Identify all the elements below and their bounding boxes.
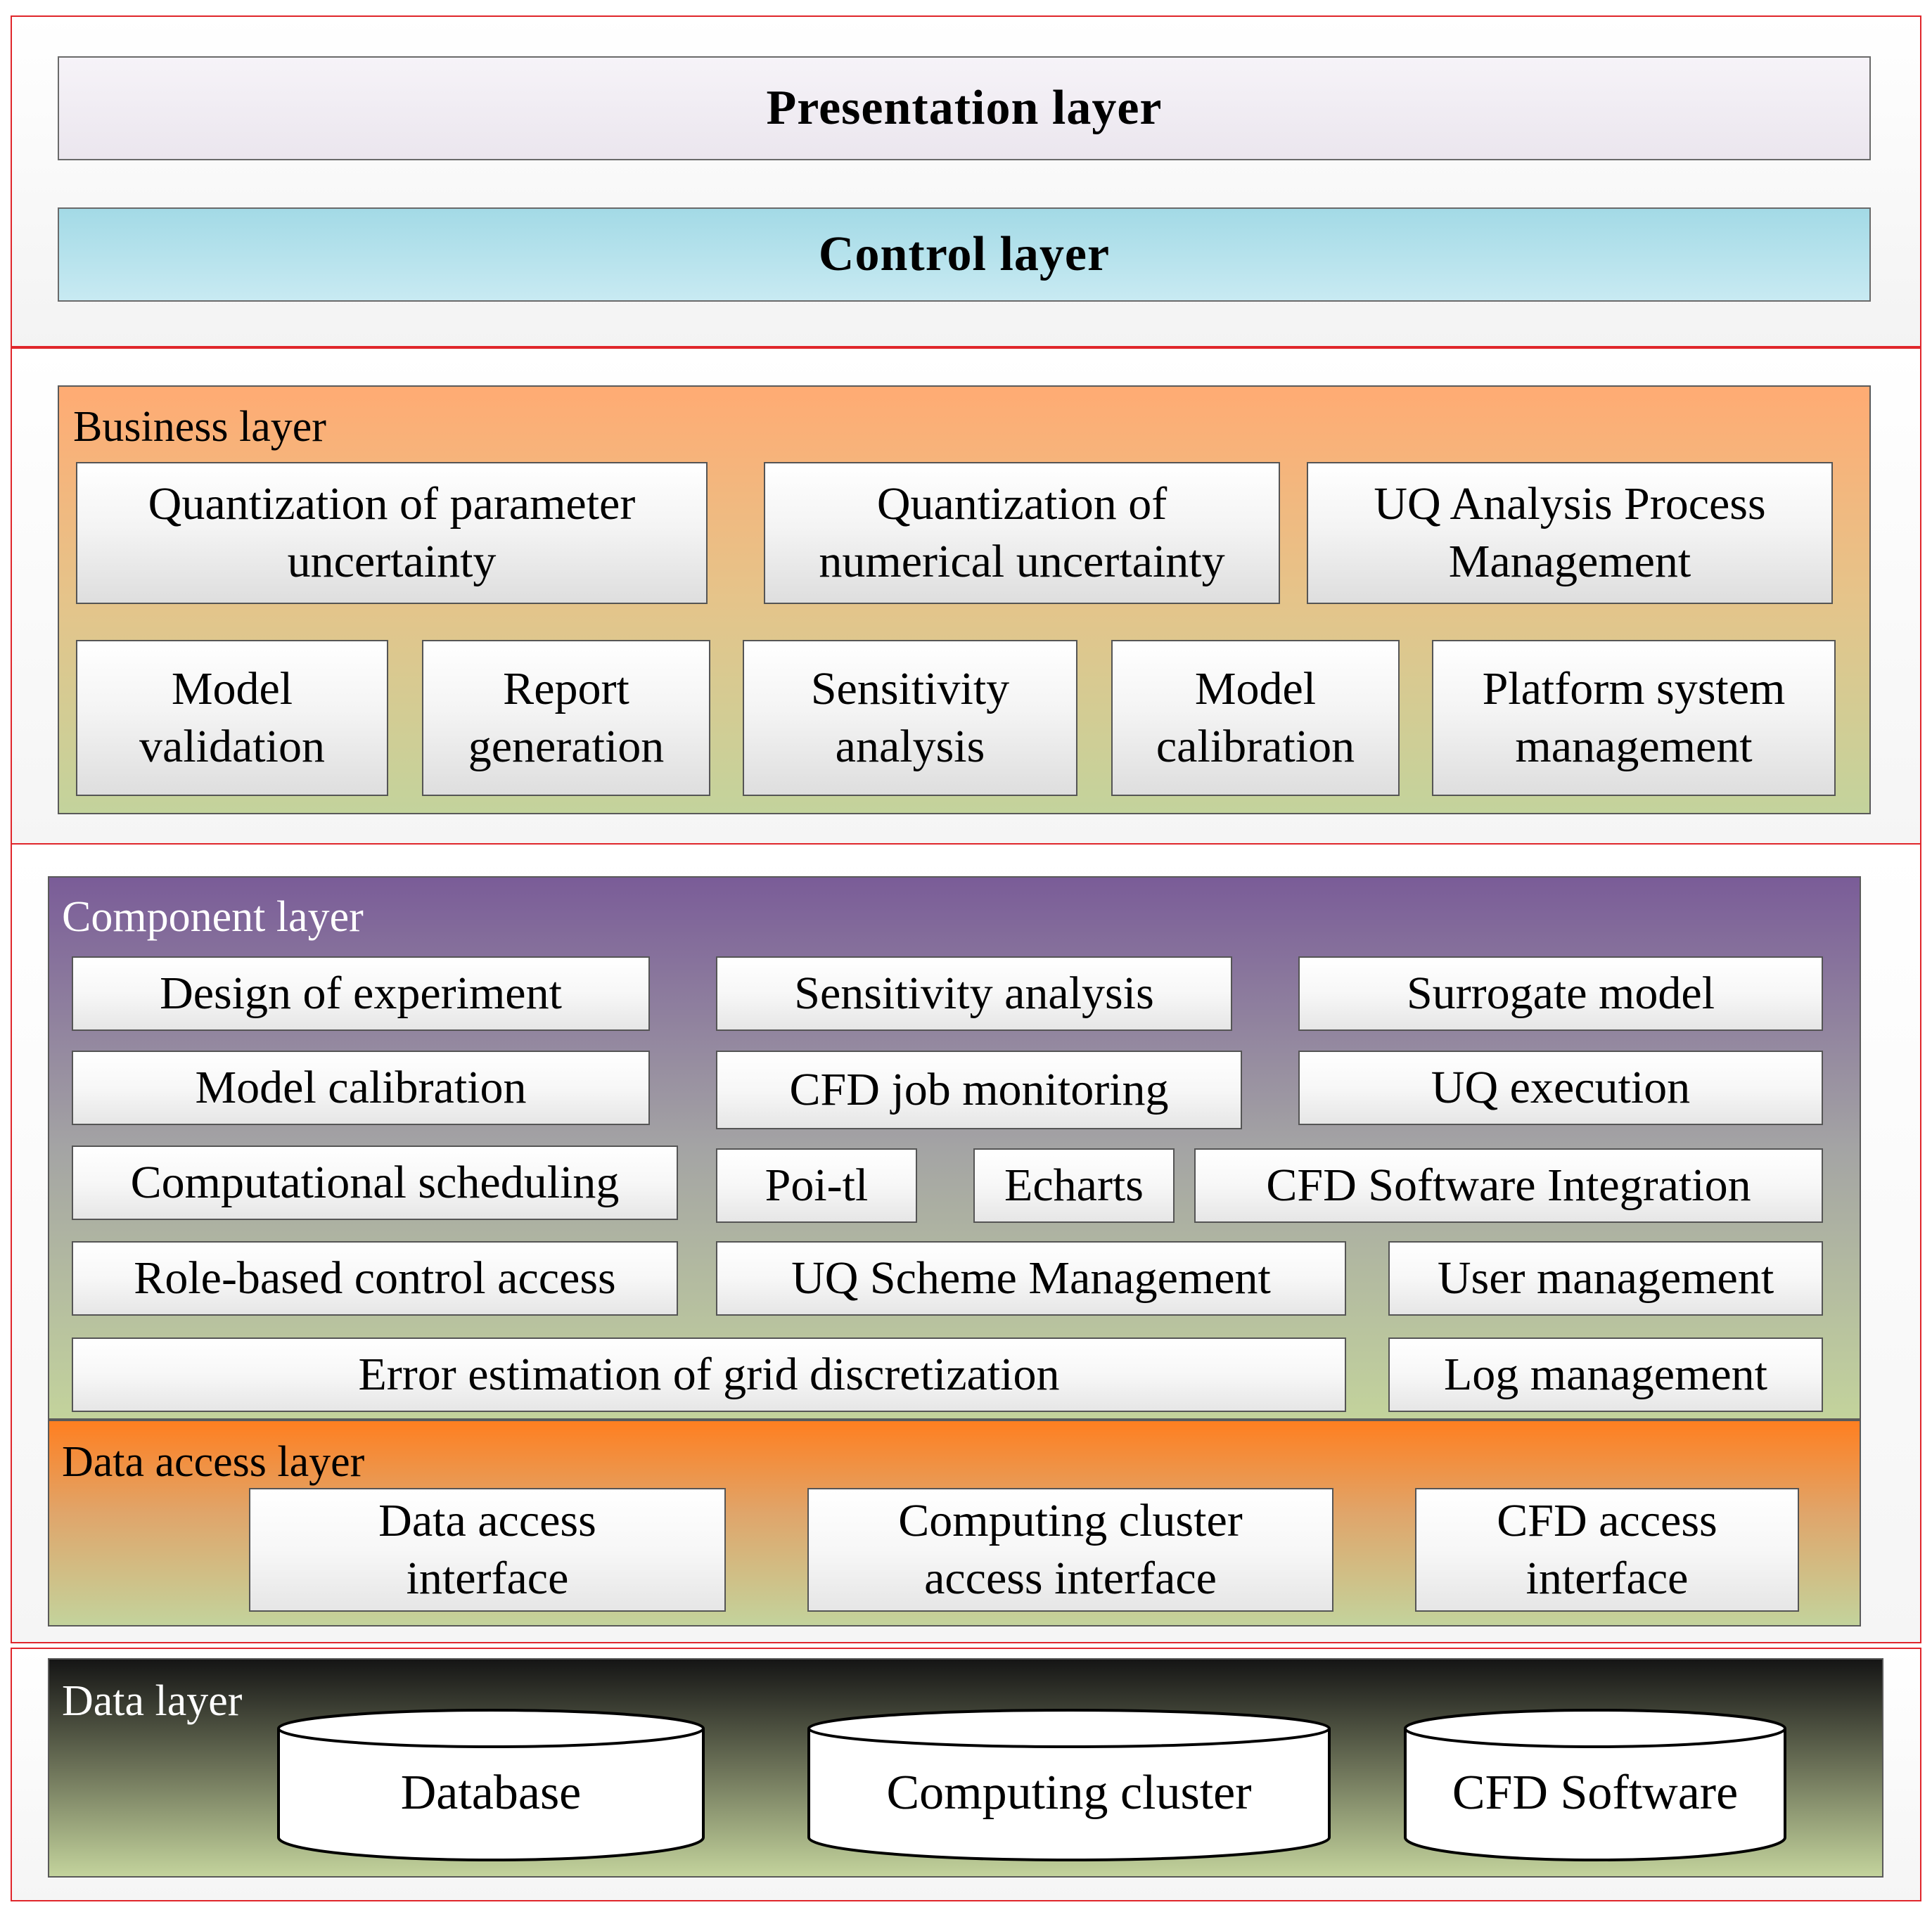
business-item-numerical-uncertainty: Quantization of numerical uncertainty	[764, 462, 1280, 604]
data-layer-title: Data layer	[62, 1677, 243, 1725]
component-model-calibration: Model calibration	[72, 1051, 650, 1125]
component-design-of-experiment: Design of experiment	[72, 956, 650, 1031]
component-sensitivity-analysis: Sensitivity analysis	[716, 956, 1232, 1031]
component-cfd-software-integration: CFD Software Integration	[1194, 1148, 1823, 1223]
business-layer-title: Business layer	[73, 403, 326, 451]
component-surrogate-model: Surrogate model	[1298, 956, 1823, 1031]
business-item-model-validation: Model validation	[76, 640, 388, 796]
business-item-report-generation: Report generation	[422, 640, 710, 796]
computing-cluster-label: Computing cluster	[886, 1766, 1252, 1820]
presentation-layer-bar: Presentation layer	[58, 56, 1871, 160]
cfd-access-interface-box: CFD access interface	[1415, 1488, 1799, 1612]
business-item-param-uncertainty: Quantization of parameter uncertainty	[76, 462, 708, 604]
business-item-sensitivity-analysis: Sensitivity analysis	[743, 640, 1077, 796]
component-user-management: User management	[1388, 1241, 1823, 1316]
presentation-layer-label: Presentation layer	[766, 81, 1163, 135]
component-grid-error-estimation: Error estimation of grid discretization	[72, 1337, 1346, 1412]
database-cylinder-icon	[277, 1709, 705, 1861]
component-log-management: Log management	[1388, 1337, 1823, 1412]
component-cfd-job-monitoring: CFD job monitoring	[716, 1051, 1242, 1129]
component-uq-scheme-management: UQ Scheme Management	[716, 1241, 1346, 1316]
business-item-uq-process-management: UQ Analysis Process Management	[1307, 462, 1833, 604]
component-computational-scheduling: Computational scheduling	[72, 1146, 678, 1220]
control-layer-bar: Control layer	[58, 207, 1871, 302]
component-role-based-access: Role-based control access	[72, 1241, 678, 1316]
computing-cluster-access-interface-box: Computing cluster access interface	[807, 1488, 1333, 1612]
data-access-interface-box: Data access interface	[249, 1488, 726, 1612]
control-layer-label: Control layer	[818, 227, 1111, 281]
business-item-platform-management: Platform system management	[1432, 640, 1836, 796]
database-label: Database	[400, 1766, 582, 1820]
component-layer-title: Component layer	[62, 893, 364, 941]
computing-cluster-cylinder-icon	[807, 1709, 1331, 1861]
data-access-layer-title: Data access layer	[62, 1438, 365, 1486]
cfd-software-label: CFD Software	[1452, 1766, 1739, 1820]
component-poi-tl: Poi-tl	[716, 1148, 917, 1223]
cfd-software-cylinder-icon	[1404, 1709, 1786, 1861]
component-uq-execution: UQ execution	[1298, 1051, 1823, 1125]
component-echarts: Echarts	[973, 1148, 1175, 1223]
business-item-model-calibration: Model calibration	[1111, 640, 1400, 796]
